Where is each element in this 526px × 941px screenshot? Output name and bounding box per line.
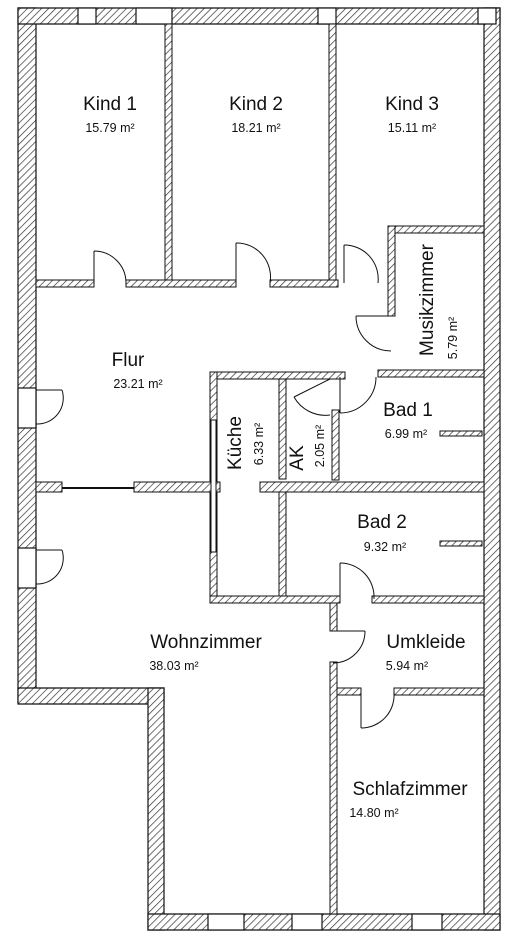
door-flur-outside: [35, 389, 64, 425]
door-schlaf: [360, 691, 395, 729]
window: [411, 913, 443, 931]
window: [477, 7, 497, 25]
room-name-kind2: Kind 2: [229, 94, 283, 115]
window: [17, 547, 37, 589]
room-name-kueche: Küche: [225, 416, 246, 470]
room-area-musik: 5.79 m²: [446, 317, 460, 359]
room-area-umkleide: 5.94 m²: [386, 659, 428, 673]
room-area-schlaf: 14.80 m²: [349, 806, 398, 820]
room-name-kind1: Kind 1: [83, 94, 137, 115]
door-musik: [355, 315, 392, 352]
door-kind2: [235, 242, 272, 284]
room-name-wohn: Wohnzimmer: [150, 632, 262, 653]
window: [291, 913, 323, 931]
window: [77, 7, 97, 25]
room-labels: Kind 1 15.79 m² Kind 2 18.21 m² Kind 3 1…: [83, 94, 468, 820]
wall-core-top: [209, 371, 346, 380]
wall-kind2-kind3: [328, 23, 337, 281]
wall-musik-top: [387, 225, 485, 234]
wall-wohn-divider: [133, 481, 221, 493]
room-name-umkleide: Umkleide: [386, 632, 465, 653]
room-area-kind2: 18.21 m²: [231, 121, 280, 135]
kitchen-counter: [210, 419, 217, 553]
room-area-kueche: 6.33 m²: [252, 423, 266, 465]
room-name-bad1: Bad 1: [383, 400, 433, 421]
windows: [17, 7, 497, 931]
wall-bad2-bottom: [209, 595, 341, 604]
room-name-flur: Flur: [112, 350, 145, 371]
room-area-flur: 23.21 m²: [113, 377, 162, 391]
bad1-fixture: [439, 430, 483, 437]
outer-wall-bottom-left: [17, 687, 165, 705]
wall-musik-bottom: [377, 369, 485, 378]
wall-kueche-ak: [278, 378, 287, 480]
room-name-ak: AK: [287, 445, 308, 471]
door-bad2: [339, 562, 375, 600]
wall-bad2-left: [278, 491, 287, 603]
room-name-bad2: Bad 2: [357, 512, 407, 533]
window: [207, 913, 245, 931]
wall-bath-top: [259, 481, 485, 493]
outer-wall-step: [147, 687, 165, 931]
wall-umkleide-bottom: [393, 687, 485, 696]
wall-bedrooms-flur: [125, 279, 237, 288]
door-wohn-outside: [35, 549, 64, 585]
door-kind3: [343, 244, 379, 284]
room-area-kind3: 15.11 m²: [388, 121, 436, 135]
room-name-kind3: Kind 3: [385, 94, 439, 115]
wall-bedrooms-flur: [35, 279, 95, 288]
door-kind1: [93, 250, 127, 284]
wall-bedrooms-flur: [269, 279, 339, 288]
wall-umkleide-left: [329, 602, 338, 632]
door-umkleide: [332, 630, 366, 664]
wall-bad2-bottom: [371, 595, 485, 604]
window: [17, 387, 37, 429]
bad2-fixture: [439, 540, 483, 547]
room-area-wohn: 38.03 m²: [149, 659, 198, 673]
room-name-musik: Musikzimmer: [417, 243, 438, 356]
room-area-ak: 2.05 m²: [313, 425, 327, 467]
door-bad1: [339, 376, 377, 414]
room-area-bad1: 6.99 m²: [385, 427, 427, 441]
wall-wohn-divider: [35, 481, 63, 493]
wall-musik-left: [387, 225, 396, 317]
partitions: [62, 419, 483, 553]
outer-wall-right: [483, 7, 501, 931]
doors: [35, 242, 395, 729]
outer-wall-left: [17, 7, 37, 703]
room-area-kind1: 15.79 m²: [85, 121, 134, 135]
wall-ak-bad1: [331, 409, 340, 481]
room-area-bad2: 9.32 m²: [364, 540, 406, 554]
window: [317, 7, 337, 25]
wall-kind1-kind2: [164, 23, 173, 281]
room-name-schlaf: Schlafzimmer: [352, 779, 468, 800]
outer-wall-bottom: [147, 913, 501, 931]
wall-umkleide-left: [329, 661, 338, 915]
window: [135, 7, 173, 25]
door-ak: [293, 378, 331, 416]
wall-umkleide-bottom: [336, 687, 362, 696]
